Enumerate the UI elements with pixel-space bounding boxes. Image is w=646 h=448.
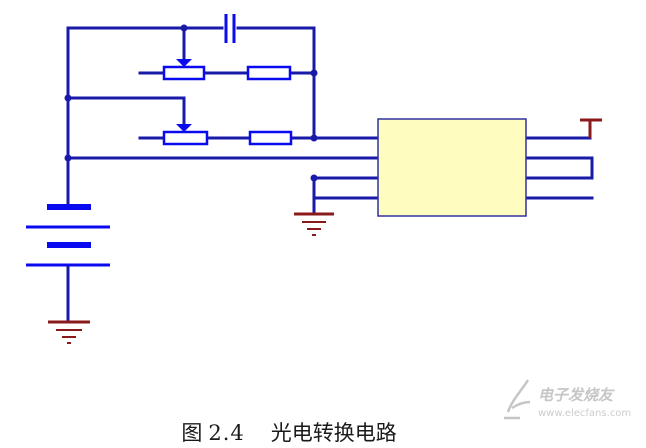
ic-chip xyxy=(377,118,527,217)
photoelectric-conversion-circuit xyxy=(26,14,602,344)
watermark-logo: 电子发烧友 www.elecfans.com xyxy=(504,379,631,420)
junction-dot xyxy=(310,69,318,77)
ground-symbol-left-icon xyxy=(48,320,90,344)
watermark-emblem-icon xyxy=(504,379,531,420)
caption-title: 光电转换电路 xyxy=(270,421,397,445)
ground-symbol-mid-icon xyxy=(294,212,334,236)
resistor-bottom xyxy=(248,130,293,146)
junction-dot xyxy=(180,24,188,32)
junction-dot xyxy=(64,94,72,102)
supply-symbol-icon xyxy=(580,118,602,138)
capacitor xyxy=(224,14,236,43)
wiper-arrows xyxy=(176,59,192,132)
junction-dot xyxy=(310,134,318,142)
watermark-text: 电子发烧友 xyxy=(538,386,615,404)
wiper-arrow-top-icon xyxy=(176,59,192,67)
battery xyxy=(26,204,110,267)
junction-dot xyxy=(64,154,72,162)
circuit-wires xyxy=(66,26,594,324)
resistor-top xyxy=(246,65,292,81)
component-bodies xyxy=(162,65,293,146)
caption-number: 2.4 xyxy=(208,421,245,445)
junction-dots xyxy=(64,24,318,182)
caption-prefix: 图 xyxy=(181,421,203,445)
wiper-arrow-bottom-icon xyxy=(176,124,192,132)
watermark-url: www.elecfans.com xyxy=(538,408,631,419)
junction-dot xyxy=(310,174,318,182)
potentiometer-bottom xyxy=(162,130,209,146)
potentiometer-top xyxy=(162,65,206,81)
